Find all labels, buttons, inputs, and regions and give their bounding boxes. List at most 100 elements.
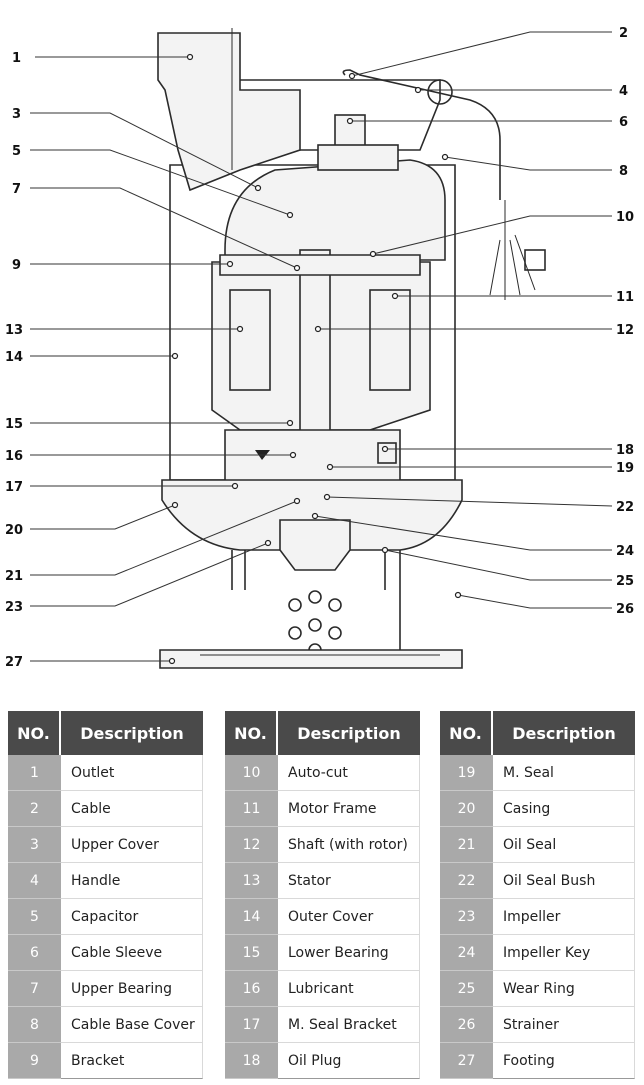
row-description: Upper Cover [61,827,203,863]
impeller-shape [279,519,351,571]
row-no: 10 [225,755,278,791]
row-no: 3 [8,827,61,863]
table-header: NO. Description [225,711,420,755]
row-description: Wear Ring [493,971,635,1007]
row-description: Upper Bearing [61,971,203,1007]
row-no: 15 [225,935,278,971]
callout-16: 16 [5,449,23,464]
row-description: Casing [493,791,635,827]
pump-cross-section-diagram: 1 2 3 4 5 6 7 8 9 10 11 12 13 14 15 16 1… [5,26,634,670]
callout-14: 14 [5,350,23,365]
callout-26: 26 [616,602,634,617]
row-no: 19 [440,755,493,791]
row-no: 12 [225,827,278,863]
callout-20: 20 [5,523,23,538]
row-description: Oil Plug [278,1043,420,1079]
footing-shape [159,649,463,669]
callout-9: 9 [12,258,21,273]
callout-21: 21 [5,569,23,584]
callout-25: 25 [616,574,634,589]
callout-22: 22 [616,500,634,515]
callout-8: 8 [619,164,628,179]
callout-23: 23 [5,600,23,615]
callout-19: 19 [616,461,634,476]
header-no: NO. [225,711,278,755]
row-description: Lower Bearing [278,935,420,971]
row-description: Handle [61,863,203,899]
row-description: Outer Cover [278,899,420,935]
callout-11: 11 [616,290,634,305]
callout-17: 17 [5,480,23,495]
row-description: Capacitor [61,899,203,935]
callout-27: 27 [5,655,23,670]
row-no: 6 [8,935,61,971]
row-no: 11 [225,791,278,827]
callout-24: 24 [616,544,634,559]
row-no: 1 [8,755,61,791]
callout-1: 1 [12,51,21,66]
row-description: Stator [278,863,420,899]
row-description: Lubricant [278,971,420,1007]
row-description: Motor Frame [278,791,420,827]
callout-10: 10 [616,210,634,225]
header-description: Description [278,711,420,755]
row-description: Oil Seal [493,827,635,863]
row-description: Oil Seal Bush [493,863,635,899]
row-description: Bracket [61,1043,203,1079]
callout-numbers: 1 2 3 4 5 6 7 8 9 10 11 12 13 14 15 16 1… [5,26,634,670]
row-description: Footing [493,1043,635,1079]
table-header: NO. Description [440,711,635,755]
row-no: 2 [8,791,61,827]
row-description: Outlet [61,755,203,791]
leader-lines [30,31,613,665]
row-no: 18 [225,1043,278,1079]
row-description: Shaft (with rotor) [278,827,420,863]
callout-6: 6 [619,115,628,130]
row-description: Auto-cut [278,755,420,791]
callout-2: 2 [619,26,628,41]
row-description: Cable Sleeve [61,935,203,971]
callout-15: 15 [5,417,23,432]
row-no: 25 [440,971,493,1007]
header-no: NO. [8,711,61,755]
row-no: 26 [440,1007,493,1043]
row-no: 27 [440,1043,493,1079]
strainer-holes [288,590,342,657]
row-description: Cable Base Cover [61,1007,203,1043]
upper-cover-shape [224,159,446,261]
row-no: 5 [8,899,61,935]
row-no: 21 [440,827,493,863]
row-no: 24 [440,935,493,971]
row-description: Impeller Key [493,935,635,971]
pump-drawing [157,28,546,669]
callout-4: 4 [619,84,628,99]
stator-shape [229,289,271,391]
row-no: 7 [8,971,61,1007]
row-description: M. Seal [493,755,635,791]
row-description: Strainer [493,1007,635,1043]
row-description: Cable [61,791,203,827]
callout-3: 3 [12,107,21,122]
